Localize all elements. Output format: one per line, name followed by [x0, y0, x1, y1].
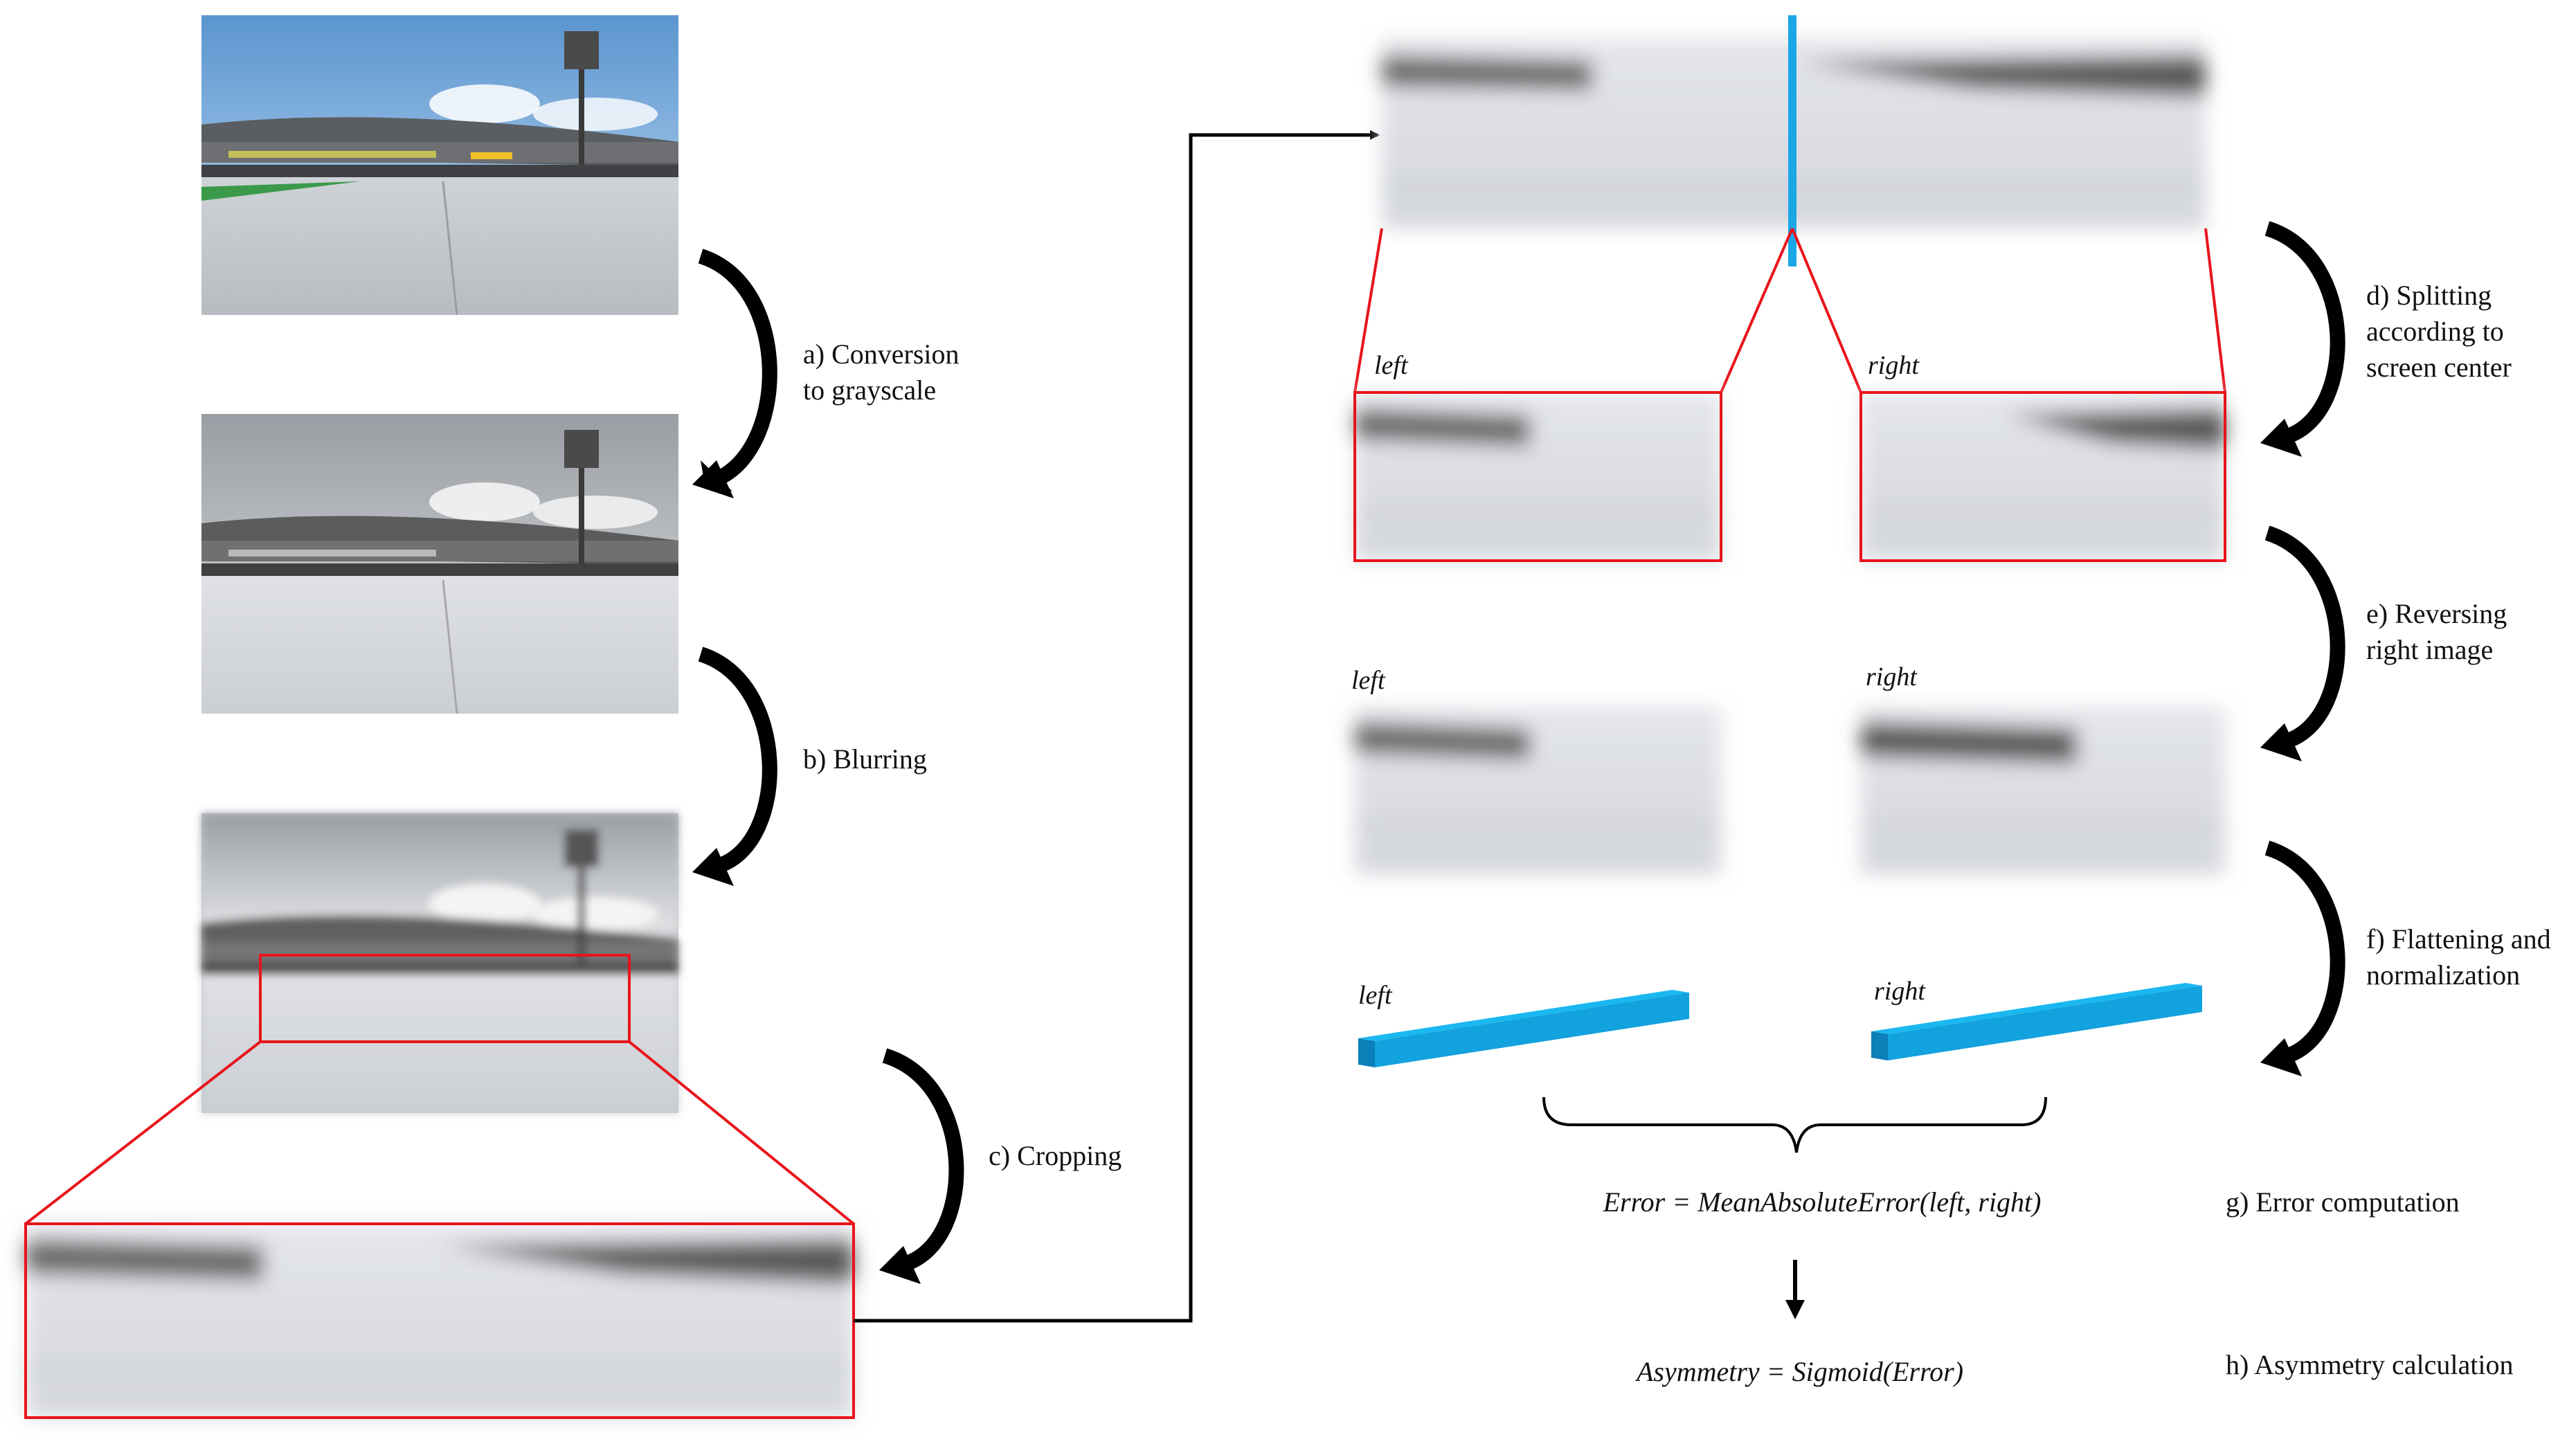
reversed-right-image	[1861, 706, 2225, 874]
step-arrow-d	[2260, 221, 2345, 457]
asymmetry-formula: Asymmetry = Sigmoid(Error)	[1634, 1356, 1963, 1387]
step-g-label: g) Error computation	[2226, 1186, 2460, 1218]
vector-left-label: left	[1358, 981, 1393, 1010]
step-arrow-c	[879, 1048, 964, 1284]
color-photo	[201, 15, 678, 316]
crop-projection-left	[24, 1040, 262, 1225]
step-h-label: h) Asymmetry calculation	[2226, 1349, 2513, 1380]
blurred-photo	[201, 813, 678, 1113]
step-b-label: b) Blurring	[803, 743, 927, 775]
step-a-label: a) Conversion to grayscale	[803, 338, 966, 406]
flattened-left-vector	[1358, 990, 1689, 1067]
step-arrow-f	[2260, 840, 2345, 1076]
step-d-label: d) Splitting according to screen center	[2366, 280, 2512, 383]
split-right-image	[1859, 391, 2226, 562]
step-arrow-e	[2260, 525, 2345, 761]
split-left-image	[1353, 391, 1722, 562]
combine-brace	[1542, 1096, 2047, 1153]
step-arrow-b	[692, 647, 777, 886]
flattened-right-vector	[1871, 983, 2202, 1060]
connector-arrow	[854, 130, 1380, 1323]
crop-projection-right	[628, 1040, 855, 1225]
grayscale-photo	[201, 414, 678, 714]
step-f-label: f) Flattening and normalization	[2366, 923, 2558, 991]
reversed-left-label: left	[1351, 666, 1386, 695]
reversed-left-image	[1355, 706, 1721, 874]
step-e-label: e) Reversing right image	[2366, 598, 2514, 665]
crop-region-box	[259, 954, 631, 1043]
reversed-right-label: right	[1866, 662, 1918, 692]
split-projection-lines	[1353, 228, 2226, 393]
step-c-label: c) Cropping	[989, 1140, 1122, 1171]
split-left-label: left	[1374, 351, 1409, 380]
cropped-image	[24, 1222, 855, 1419]
down-arrowhead	[1785, 1300, 1805, 1319]
error-formula: Error = MeanAbsoluteError(left, right)	[1603, 1186, 2042, 1218]
step-arrow-a	[692, 248, 777, 498]
split-right-label: right	[1868, 351, 1920, 380]
vector-right-label: right	[1874, 977, 1926, 1006]
